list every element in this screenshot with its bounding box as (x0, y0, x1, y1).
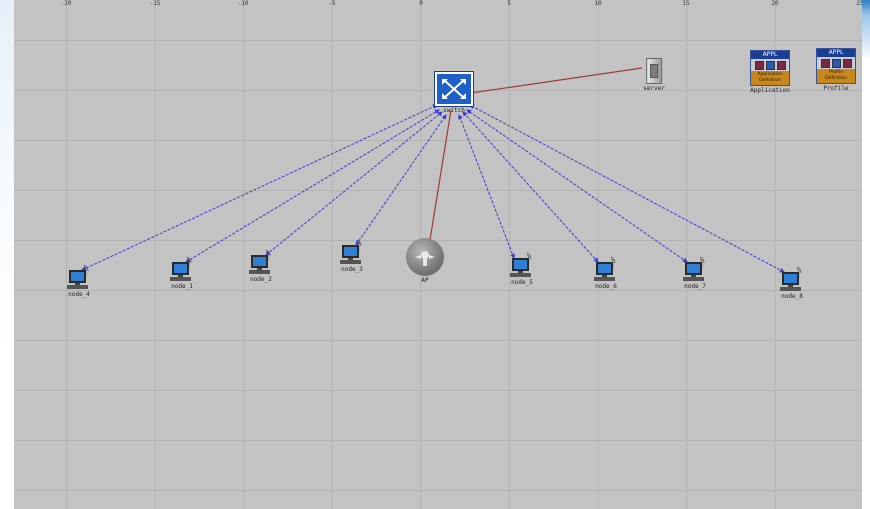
application-definition-node[interactable]: APPL Application Definition Application (750, 50, 790, 94)
server-icon (646, 58, 662, 84)
wireless-workstation-icon (594, 256, 616, 281)
desktop-background-left (0, 0, 14, 509)
ruler-tick: -5 (328, 0, 336, 7)
wireless-link-node-1[interactable] (185, 109, 440, 263)
workstation-node-4[interactable]: node_4 (66, 264, 92, 298)
wireless-link-node-5[interactable] (458, 114, 515, 259)
server-node[interactable]: server (643, 58, 665, 92)
ruler-tick: 5 (507, 0, 511, 7)
profile-header: APPL (817, 49, 855, 57)
access-point-icon (406, 238, 444, 276)
desktop-background-right (862, 0, 870, 509)
node-3-label: node_3 (341, 266, 363, 273)
wireless-workstation-icon (170, 256, 192, 281)
node-4-label: node_4 (68, 291, 90, 298)
wireless-link-node-7[interactable] (466, 109, 688, 263)
wireless-workstation-icon (510, 252, 532, 277)
node-6-label: node_6 (595, 283, 617, 290)
appl-header: APPL (751, 51, 789, 59)
profile-sub-line1: Profile (829, 70, 843, 75)
wired-link-switch-server[interactable] (470, 67, 643, 94)
profile-sub-line2: Definition (825, 76, 847, 81)
ruler-tick: 20 (771, 0, 779, 7)
wireless-link-node-3[interactable] (355, 114, 447, 246)
wireless-workstation-icon (249, 249, 271, 274)
node-7-label: node_7 (684, 283, 706, 290)
application-label: Application (750, 87, 790, 94)
switch-node[interactable]: switch (435, 72, 473, 114)
top-ruler: -20 -15 -10 -5 0 5 10 15 20 25 (14, 0, 862, 10)
wired-link-switch-ap[interactable] (429, 109, 452, 241)
ruler-tick: -10 (237, 0, 249, 7)
workstation-node-8[interactable]: node_8 (779, 266, 805, 300)
node-1-label: node_1 (171, 283, 193, 290)
appl-sub-line1: Application (757, 72, 783, 77)
profile-definition-icon: APPL Profile Definition (816, 48, 856, 84)
server-label: server (643, 85, 665, 92)
switch-label: switch (443, 107, 465, 114)
workstation-node-7[interactable]: node_7 (682, 256, 708, 290)
profile-definition-node[interactable]: APPL Profile Definition Profile (816, 48, 856, 92)
access-point-node[interactable]: AP (406, 238, 444, 284)
wireless-workstation-icon (683, 256, 705, 281)
wireless-link-node-8[interactable] (469, 104, 785, 273)
node-2-label: node_2 (250, 276, 272, 283)
wireless-workstation-icon (340, 239, 362, 264)
workstation-node-1[interactable]: node_1 (169, 256, 195, 290)
appl-sub-line2: Definition (759, 78, 781, 83)
ruler-tick: 25 (856, 0, 862, 7)
ruler-tick: -15 (149, 0, 161, 7)
workstation-node-5[interactable]: node_5 (509, 252, 535, 286)
wireless-workstation-icon (780, 266, 802, 291)
node-5-label: node_5 (511, 279, 533, 286)
wireless-link-node-4[interactable] (81, 104, 438, 271)
switch-icon (435, 72, 473, 106)
network-editor-workspace[interactable]: -20 -15 -10 -5 0 5 10 15 20 25 (14, 0, 862, 509)
ruler-tick: 0 (419, 0, 423, 7)
node-8-label: node_8 (781, 293, 803, 300)
profile-label: Profile (823, 85, 849, 92)
workstation-node-3[interactable]: node_3 (339, 239, 365, 273)
ruler-tick: 15 (682, 0, 690, 7)
workstation-node-6[interactable]: node_6 (593, 256, 619, 290)
wireless-link-node-2[interactable] (265, 111, 443, 256)
ruler-tick: -20 (60, 0, 72, 7)
workstation-node-2[interactable]: node_2 (248, 249, 274, 283)
ruler-tick: 10 (594, 0, 602, 7)
wireless-workstation-icon (67, 264, 89, 289)
link-layer (81, 67, 785, 273)
application-definition-icon: APPL Application Definition (750, 50, 790, 86)
ap-label: AP (421, 277, 429, 284)
